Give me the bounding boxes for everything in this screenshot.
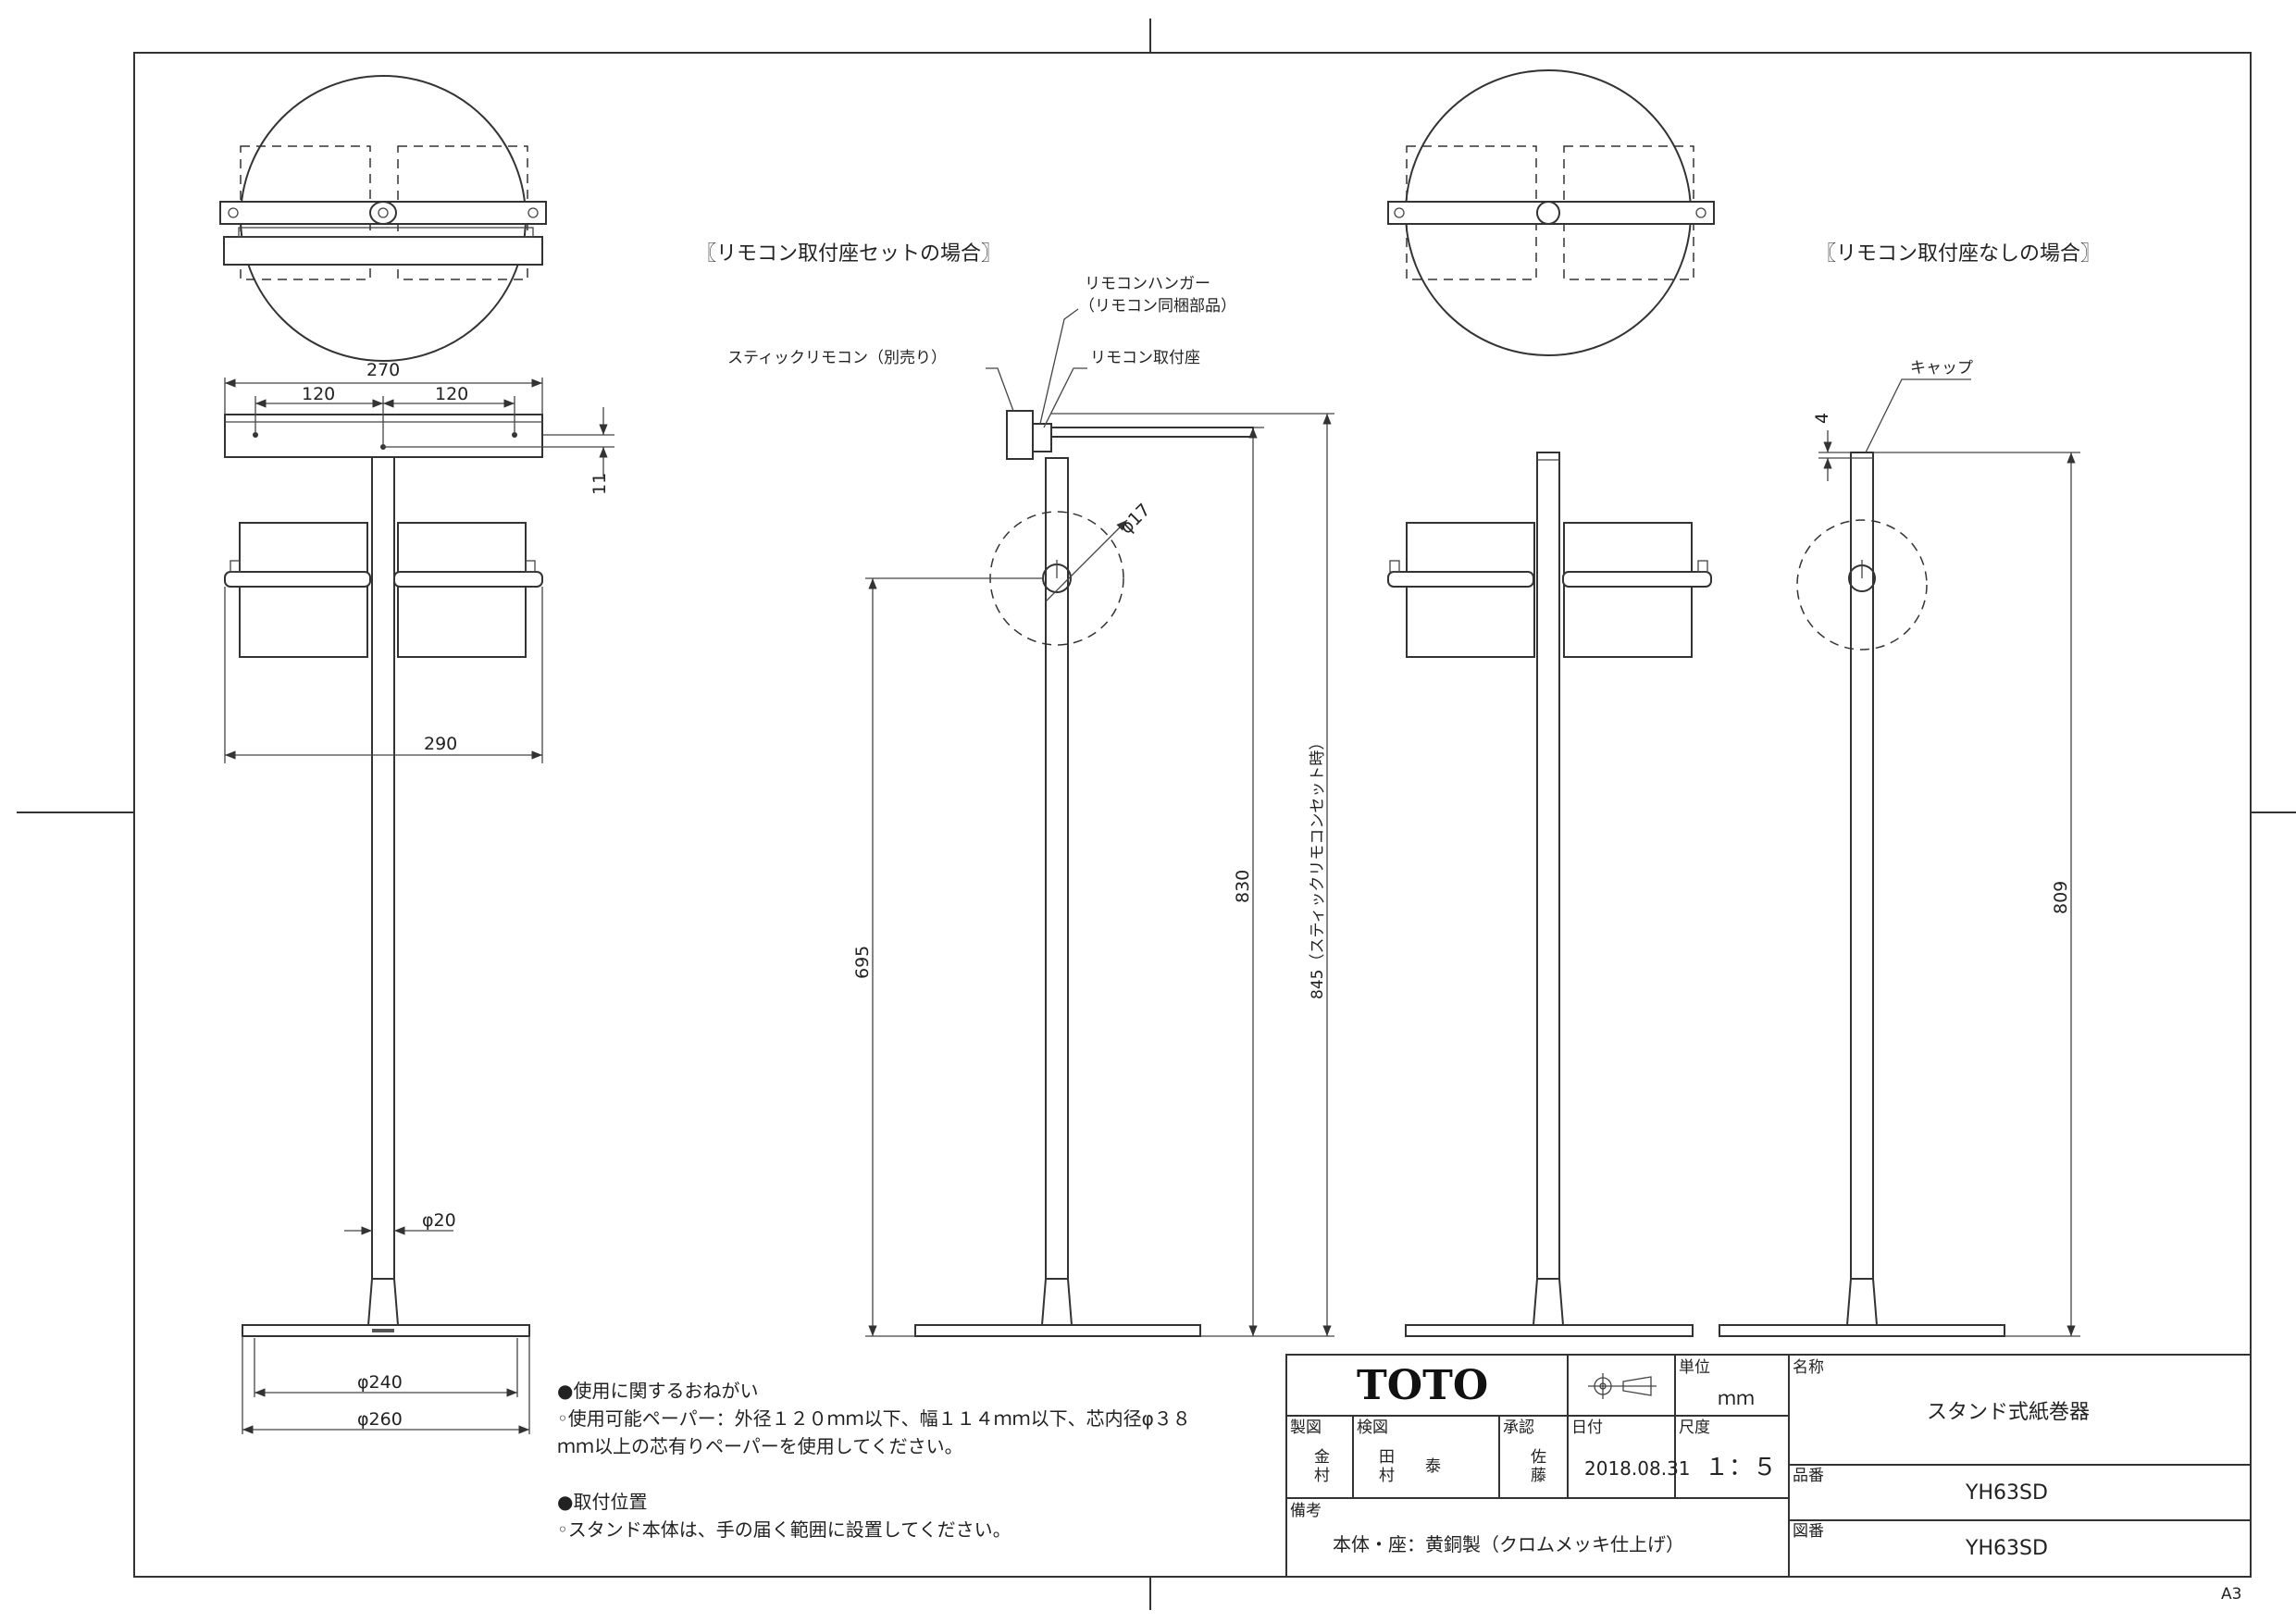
front-view-no-remote [1387, 452, 1712, 1337]
sheet-frame [17, 19, 2296, 1610]
product-label: 品番 [1793, 1467, 1824, 1485]
unit-value: ｍｍ [1718, 1387, 1755, 1409]
note-usage-line1: ◦使用可能ペーパー：外径１２０ｍｍ以下、幅１１４ｍｍ以下、芯内径φ３８ [557, 1407, 1191, 1430]
dim-seat-height: 11 [590, 473, 610, 495]
callout-cap: キャップ [1910, 359, 1973, 378]
heading-without-remote: 〖リモコン取付座なしの場合〗 [1816, 242, 2101, 266]
dim-height-no-remote: 809 [2051, 881, 2071, 914]
checked-label: 検図 [1357, 1419, 1388, 1437]
note-mount-line1: ◦スタンド本体は、手の届く範囲に設置してください。 [557, 1518, 1011, 1541]
dim-cap-height: 4 [1812, 413, 1832, 424]
note-usage-title: ●使用に関するおねがい [557, 1380, 758, 1402]
heading-with-remote: 〖リモコン取付座セットの場合〗 [696, 242, 1001, 266]
callout-remote-hanger-note: （リモコン同梱部品） [1079, 297, 1236, 316]
drawn-label: 製図 [1290, 1419, 1322, 1437]
dim-height-with-remote: 845（スティックリモコンセット時） [1309, 735, 1327, 999]
date-value: 2018.08.31 [1584, 1457, 1691, 1480]
name-value: スタンド式紙巻器 [1927, 1401, 2090, 1424]
scale-value: １：５ [1705, 1454, 1777, 1481]
approved-label: 承認 [1503, 1419, 1534, 1437]
plan-view-no-remote [1387, 69, 1715, 356]
drawn-by-2: 村 [1314, 1467, 1330, 1485]
side-view-with-remote [865, 308, 1334, 1337]
unit-label: 単位 [1679, 1358, 1710, 1377]
checked-by-3: 泰 [1425, 1457, 1441, 1476]
dim-roll-core: φ17 [1116, 500, 1155, 539]
note-mount-title: ●取付位置 [557, 1491, 647, 1513]
drawing-value: YH63SD [1965, 1537, 2048, 1560]
remarks-label: 備考 [1290, 1502, 1322, 1520]
name-label: 名称 [1793, 1358, 1824, 1377]
drawing-label: 図番 [1793, 1522, 1824, 1541]
dim-holder-width: 290 [424, 734, 457, 754]
remarks-value: 本体・座：黄銅製（クロムメッキ仕上げ） [1333, 1533, 1684, 1555]
date-label: 日付 [1571, 1419, 1603, 1437]
approved-by-2: 藤 [1531, 1467, 1546, 1485]
checked-by-1: 田 [1379, 1448, 1395, 1467]
dim-base-outer: φ260 [357, 1409, 403, 1430]
dim-total-height: 830 [1233, 870, 1253, 903]
sheet-size: A3 [2221, 1585, 2241, 1604]
scale-label: 尺度 [1679, 1419, 1710, 1437]
dim-pole-dia: φ20 [422, 1210, 456, 1231]
callout-remote-hanger: リモコンハンガー [1085, 275, 1210, 293]
checked-by-2: 村 [1379, 1467, 1395, 1485]
front-view-with-remote [224, 378, 614, 1434]
dim-paper-height: 695 [852, 946, 873, 979]
dim-top-width: 270 [366, 360, 400, 380]
drawn-by-1: 金 [1314, 1448, 1330, 1467]
dim-base-inner: φ240 [357, 1372, 403, 1393]
approved-by-1: 佐 [1531, 1448, 1546, 1467]
callout-stick-remote: スティックリモコン（別売り） [727, 349, 947, 367]
product-value: YH63SD [1965, 1481, 2048, 1505]
note-usage-line2: ｍｍ以上の芯有りペーパーを使用してください。 [557, 1435, 963, 1457]
dim-pitch-left: 120 [302, 384, 335, 404]
dim-pitch-right: 120 [435, 384, 468, 404]
side-view-no-remote [1719, 378, 2080, 1337]
plan-view-with-remote [219, 75, 547, 362]
toto-logo: TOTO [1357, 1362, 1488, 1409]
third-angle-projection-icon [1588, 1373, 1657, 1399]
callout-remote-mount: リモコン取付座 [1090, 349, 1200, 367]
title-block [1285, 1354, 2252, 1578]
